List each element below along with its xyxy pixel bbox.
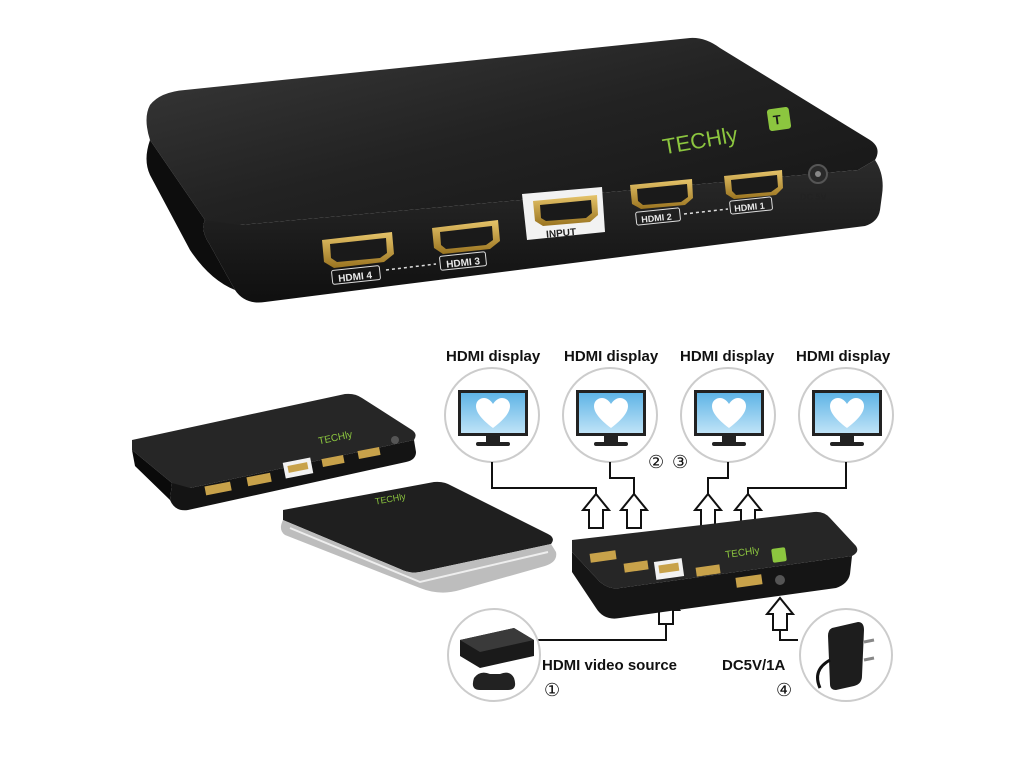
source-icon bbox=[447, 608, 541, 702]
techly-logo-icon: T bbox=[766, 106, 792, 132]
port-label-input: INPUT bbox=[546, 227, 577, 241]
port-hdmi-2 bbox=[630, 179, 693, 209]
svg-text:T: T bbox=[772, 112, 782, 128]
display-label-4: HDMI display bbox=[796, 348, 891, 365]
display-icon-4 bbox=[798, 367, 894, 463]
device-back-view: TECHly bbox=[132, 393, 416, 511]
power-label: DC5V/1A bbox=[722, 657, 786, 674]
step-4-badge: ④ bbox=[776, 680, 793, 701]
diagram-splitter: TECHly bbox=[572, 511, 858, 619]
display-label-2: HDMI display bbox=[564, 348, 659, 365]
source-label: HDMI video source bbox=[542, 657, 678, 674]
power-label-top: DC 5V bbox=[800, 192, 827, 202]
port-labels bbox=[331, 196, 773, 285]
port-hdmi-3 bbox=[432, 220, 500, 254]
step-2-badge: ② bbox=[648, 452, 665, 473]
display-label-3: HDMI display bbox=[680, 348, 775, 365]
display-icon-1 bbox=[444, 367, 540, 463]
dc-jack bbox=[808, 164, 828, 184]
port-input bbox=[522, 187, 605, 240]
device-front-view: TECHly bbox=[280, 481, 557, 593]
svg-text:TECHly: TECHly bbox=[725, 545, 761, 561]
port-label-hdmi-1: HDMI 1 bbox=[734, 201, 765, 214]
step-1-badge: ① bbox=[544, 680, 561, 701]
display-icon-3 bbox=[680, 367, 776, 463]
display-label-1: HDMI display bbox=[446, 348, 541, 365]
main-device: T bbox=[146, 37, 883, 303]
step-3-badge: ③ bbox=[672, 452, 689, 473]
port-label-hdmi-3: HDMI 3 bbox=[446, 256, 481, 271]
port-hdmi-4 bbox=[322, 232, 394, 268]
port-label-hdmi-2: HDMI 2 bbox=[641, 212, 672, 225]
port-hdmi-1 bbox=[724, 170, 783, 199]
port-label-hdmi-4: HDMI 4 bbox=[338, 270, 373, 285]
display-icon-2 bbox=[562, 367, 658, 463]
power-adapter-icon bbox=[799, 608, 893, 702]
arrow-icons bbox=[580, 492, 796, 631]
